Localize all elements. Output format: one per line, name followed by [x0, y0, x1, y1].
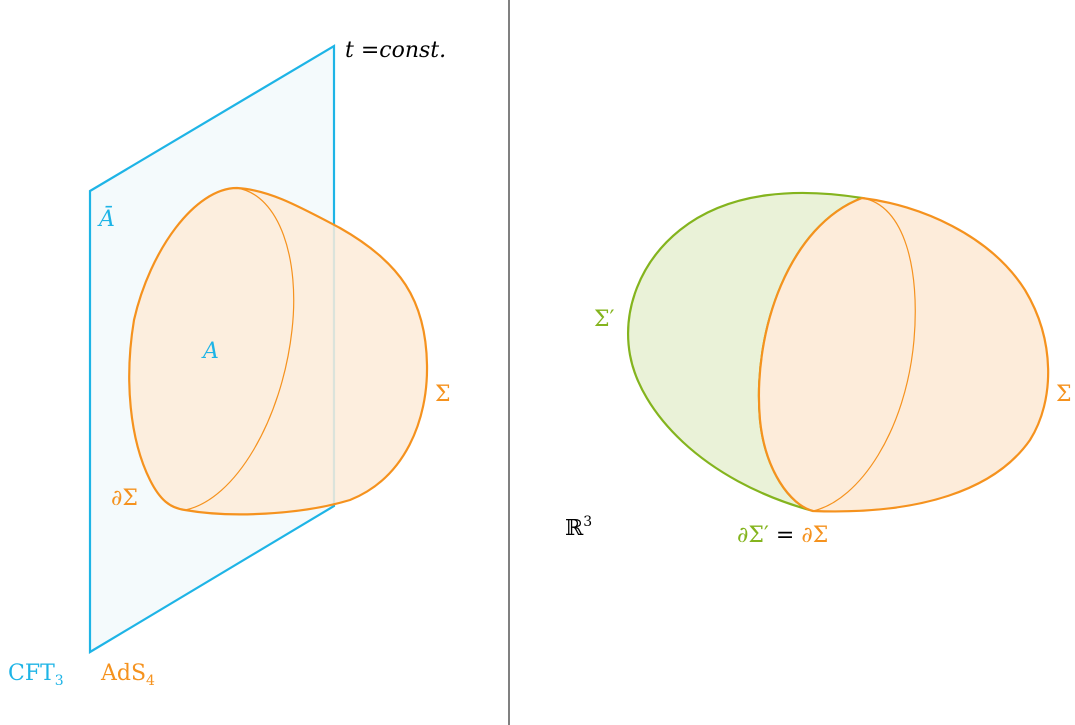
region-a-label: A: [201, 339, 219, 364]
boundary-equality-label: ∂Σ′ = ∂Σ: [737, 523, 828, 548]
sigma-prime-label: Σ′: [594, 307, 615, 332]
sigma-label: Σ: [435, 382, 451, 407]
right-panel: Σ′ Σ ℝ3 ∂Σ′ = ∂Σ: [565, 191, 1072, 548]
ads-label: AdS4: [100, 661, 155, 689]
time-slice-label: t =const.: [345, 38, 446, 63]
sigma-surface-right: [757, 196, 1050, 513]
sigma-label-right: Σ: [1056, 382, 1072, 407]
boundary-inner-curve: [812, 197, 916, 512]
boundary-sigma-label: ∂Σ: [111, 486, 138, 511]
left-panel: t =const. Ā A Σ ∂Σ CFT3 AdS4: [8, 38, 451, 689]
sigma-surface: [128, 186, 429, 516]
r3-superscript: 3: [583, 514, 592, 530]
region-abar-label: Ā: [97, 206, 115, 232]
equals-sign: =: [769, 523, 801, 548]
boundary-sigma: ∂Σ: [801, 523, 828, 548]
cft-subscript: 3: [55, 673, 64, 689]
r3-label: ℝ3: [565, 514, 592, 541]
r3-text: ℝ: [565, 516, 584, 541]
cft-text: CFT: [8, 661, 55, 686]
boundary-sigma-prime: ∂Σ′: [737, 523, 769, 548]
ads-text: AdS: [100, 661, 146, 686]
ads-subscript: 4: [146, 673, 155, 689]
sigma-inner-curve: [184, 187, 295, 511]
cft-label: CFT3: [8, 661, 64, 689]
